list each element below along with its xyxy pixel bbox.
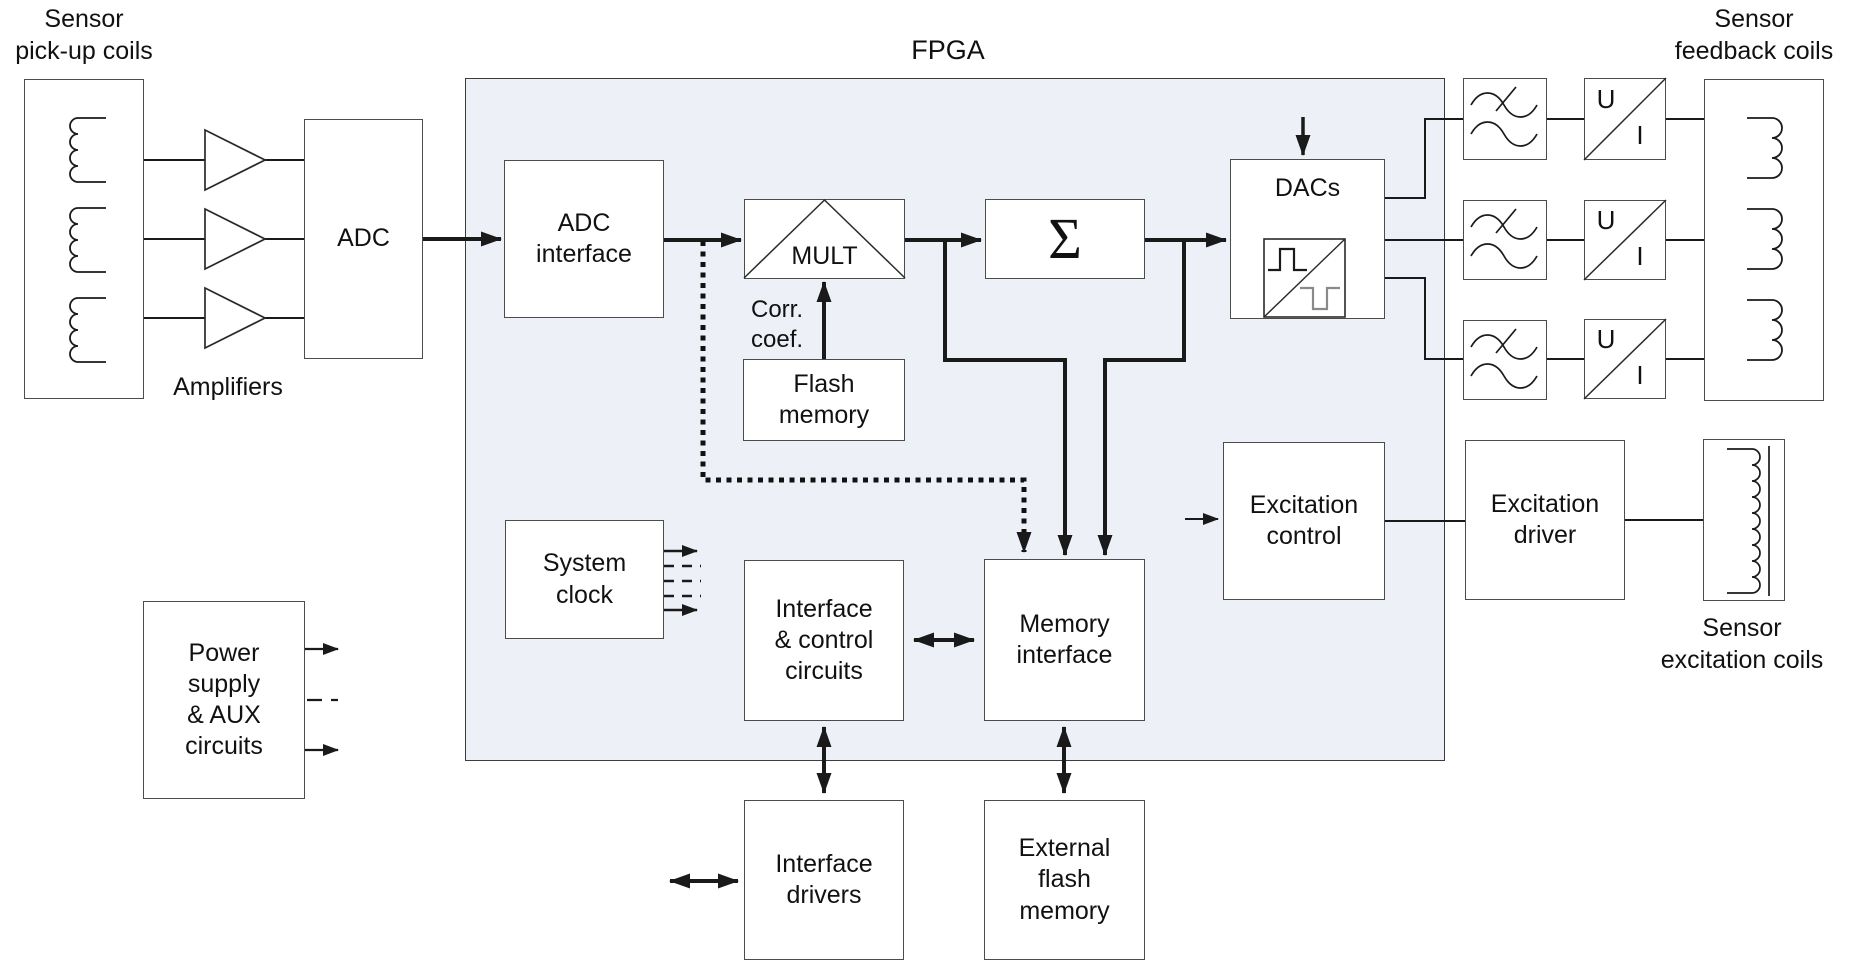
interface-drivers-block: Interface drivers bbox=[744, 800, 904, 960]
ui-u-label-3: U bbox=[1596, 324, 1616, 354]
sum-label: Σ bbox=[1048, 206, 1082, 271]
main-signal-path bbox=[423, 231, 1227, 556]
sensor-feedback-coils-label: Sensor feedback coils bbox=[1674, 5, 1834, 65]
excitation-control-label: Excitation control bbox=[1249, 490, 1359, 550]
system-clock-outputs bbox=[664, 545, 701, 616]
adc-label: ADC bbox=[337, 224, 390, 253]
wire-sum-branch-to-memory-interface bbox=[1097, 240, 1186, 556]
lowpass-filter-box-2 bbox=[1463, 200, 1547, 280]
ui-u-label-2: U bbox=[1596, 205, 1616, 235]
excitation-driver-block: Excitation driver bbox=[1465, 440, 1625, 600]
adc-block: ADC bbox=[304, 119, 423, 359]
flash-memory-block: Flash memory bbox=[743, 359, 905, 441]
sensor-excitation-coils-box bbox=[1703, 439, 1785, 601]
sensor-pickup-coils-box bbox=[24, 79, 144, 399]
amplifiers-label: Amplifiers bbox=[173, 373, 283, 401]
interface-control-block: Interface & control circuits bbox=[744, 560, 904, 721]
interface-drivers-label: Interface drivers bbox=[775, 849, 873, 909]
external-flash-memory-block: External flash memory bbox=[984, 800, 1145, 960]
mult-label: MULT bbox=[791, 241, 858, 270]
mult-block: MULT bbox=[744, 199, 905, 279]
pickup-to-amplifier-wires bbox=[144, 159, 304, 319]
ui-i-label-3: I bbox=[1636, 360, 1644, 390]
memory-interface-label: Memory interface bbox=[1016, 609, 1113, 669]
bidirectional-buses bbox=[669, 632, 1072, 889]
sum-block: Σ bbox=[985, 199, 1145, 279]
lowpass-filter-box-3 bbox=[1463, 320, 1547, 400]
adc-interface-label: ADC interface bbox=[536, 208, 632, 268]
dac-output-wires bbox=[1385, 118, 1704, 360]
dacs-label: DACs bbox=[1274, 174, 1341, 202]
sensor-pickup-coils-label: Sensor pick-up coils bbox=[15, 5, 153, 65]
interface-control-label: Interface & control circuits bbox=[774, 594, 874, 686]
flash-memory-label: Flash memory bbox=[778, 369, 870, 429]
system-clock-label: System clock bbox=[542, 549, 627, 609]
sensor-feedback-coils-box bbox=[1704, 79, 1824, 401]
ui-u-label-1: U bbox=[1596, 84, 1616, 114]
corr-coef-label: Corr. coef. bbox=[751, 296, 804, 354]
power-supply-block: Power supply & AUX circuits bbox=[143, 601, 305, 799]
dacs-block: DACs bbox=[1230, 159, 1385, 319]
ui-i-label-2: I bbox=[1636, 241, 1644, 271]
power-supply-label: Power supply & AUX circuits bbox=[185, 638, 263, 761]
adc-interface-block: ADC interface bbox=[504, 160, 664, 318]
lowpass-filter-box-1 bbox=[1463, 78, 1547, 160]
excitation-control-block: Excitation control bbox=[1223, 442, 1385, 600]
system-clock-block: System clock bbox=[505, 520, 664, 639]
sensor-excitation-coils-label: Sensor excitation coils bbox=[1660, 614, 1824, 674]
dotted-data-path-to-memory-interface bbox=[700, 241, 1032, 553]
fpga-label: FPGA bbox=[911, 35, 985, 65]
wire-mult-branch-to-memory-interface bbox=[943, 240, 1073, 556]
excitation-driver-label: Excitation driver bbox=[1490, 489, 1600, 549]
ui-i-label-1: I bbox=[1636, 120, 1644, 150]
memory-interface-block: Memory interface bbox=[984, 559, 1145, 721]
power-supply-outputs bbox=[305, 643, 339, 756]
external-flash-memory-label: External flash memory bbox=[1018, 834, 1111, 925]
excitation-path-wires bbox=[1185, 513, 1703, 525]
